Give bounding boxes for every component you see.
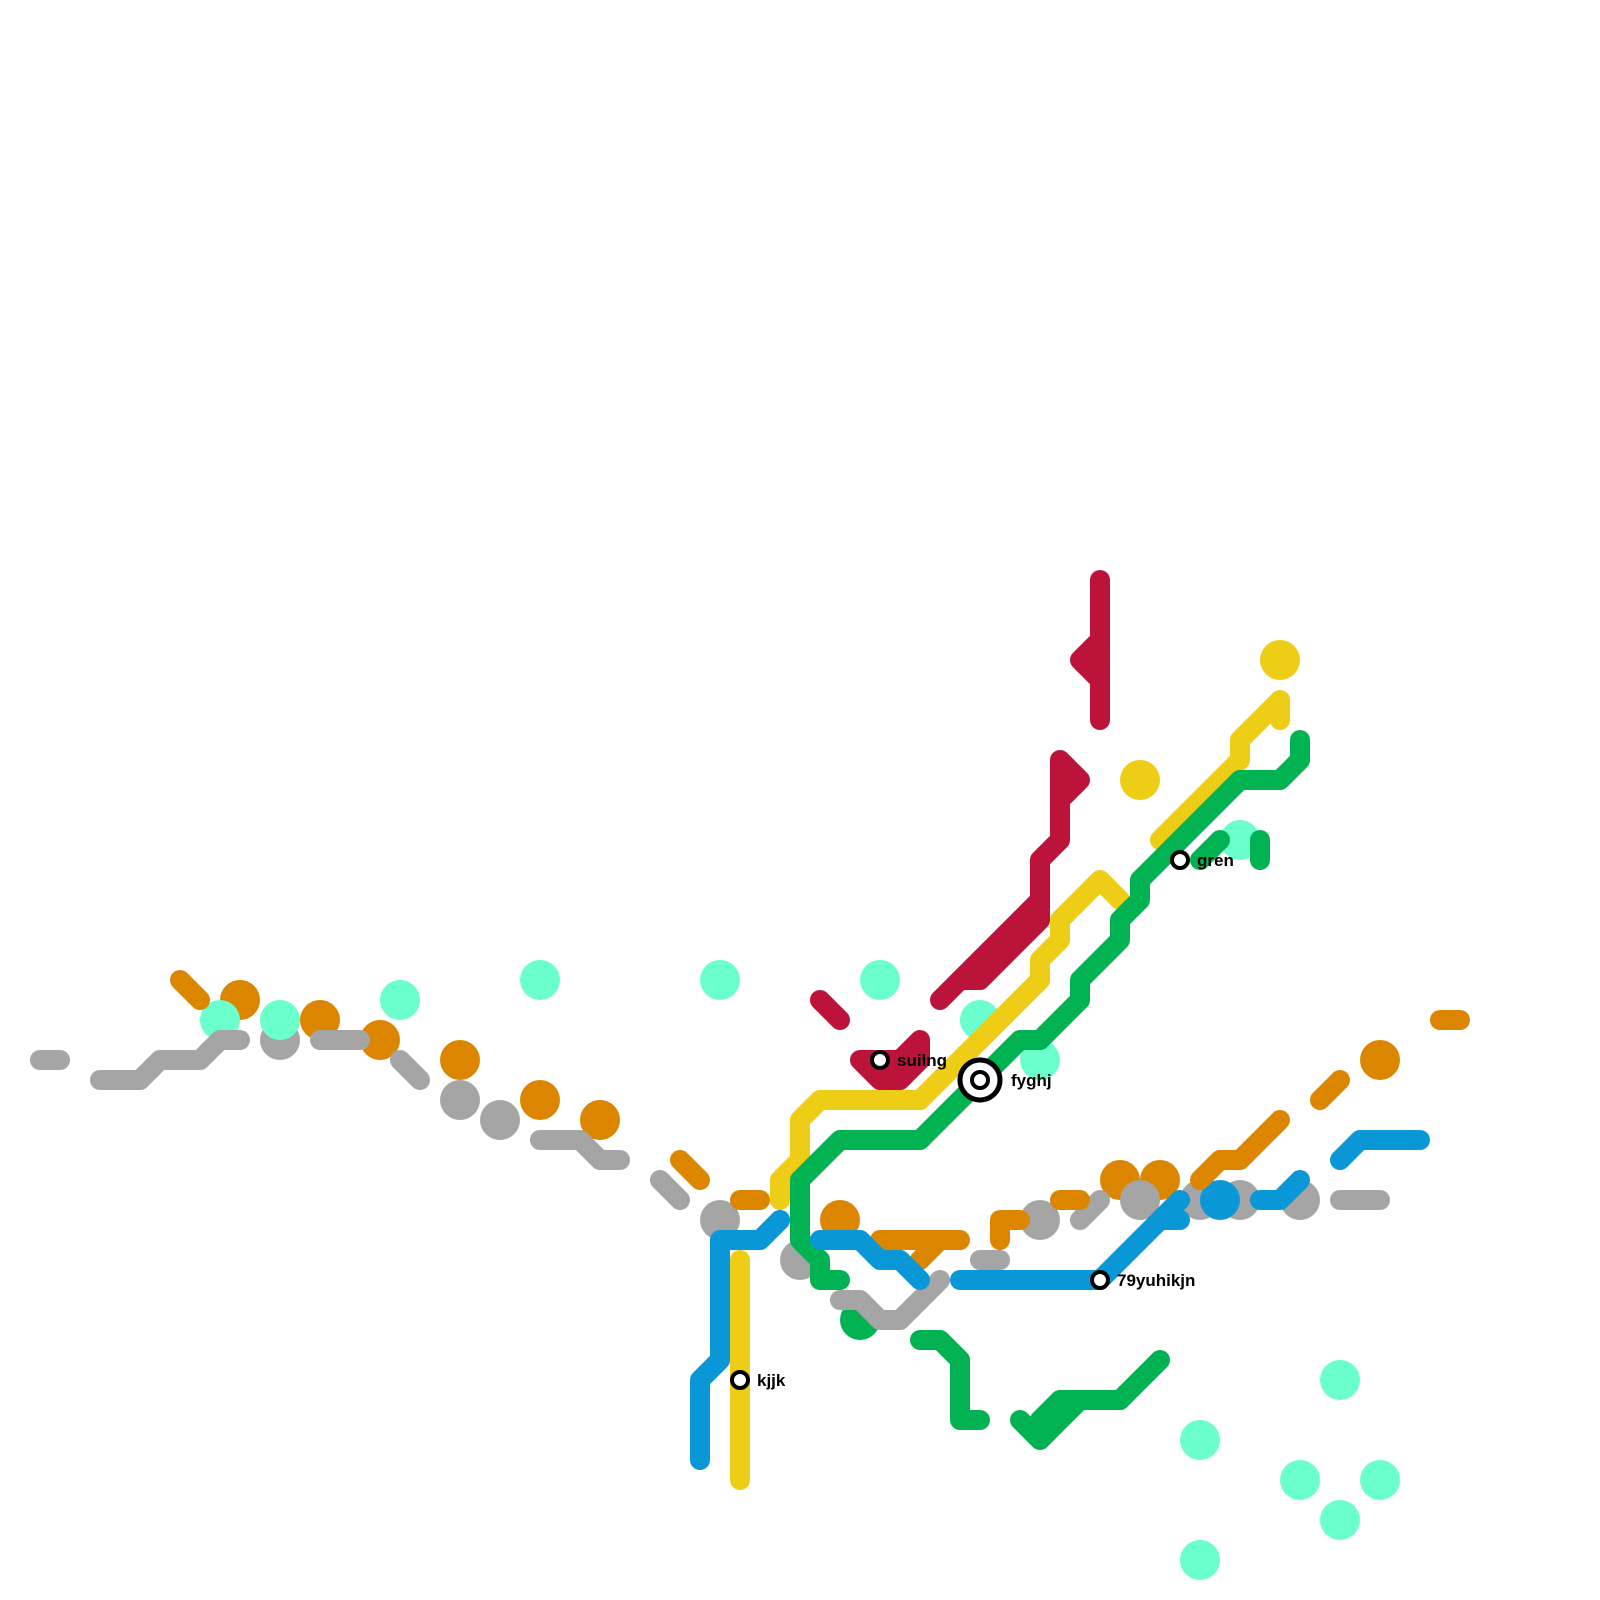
blue-dot	[1200, 1180, 1240, 1220]
orange-line-segment	[170, 970, 210, 1010]
station-79yuhikjn[interactable]: 79yuhikjn	[1090, 1270, 1195, 1290]
red-line-trunk	[930, 750, 1090, 1010]
station-kjjk[interactable]: kjjk	[730, 1370, 786, 1390]
blue-line-branch	[1150, 1190, 1190, 1230]
blue-line-branch	[1330, 1130, 1430, 1170]
red-line	[810, 570, 1110, 1090]
orange-line-segment	[910, 1230, 950, 1270]
green-line-trunk	[790, 730, 1310, 1290]
red-line-branch	[1070, 630, 1110, 690]
station-label: 79yuhikjn	[1117, 1271, 1195, 1290]
orange-dot	[440, 1040, 480, 1080]
green-line-branch	[1190, 830, 1230, 870]
stations: fyghj suilng gren 79yuhikjn kjjk	[730, 850, 1234, 1390]
blue-line	[690, 1130, 1430, 1470]
green-line	[790, 730, 1310, 1450]
grey-dot	[1120, 1180, 1160, 1220]
station-label: gren	[1197, 851, 1234, 870]
grey-line-segment	[90, 1030, 250, 1090]
orange-line-segment	[1310, 1070, 1350, 1110]
mint-dot	[1180, 1540, 1220, 1580]
mint-dot	[700, 960, 740, 1000]
grey-line-segment	[390, 1050, 430, 1090]
mint-dot	[1320, 1500, 1360, 1540]
interchange-inner-marker	[970, 1070, 990, 1090]
green-line-south	[1030, 1390, 1130, 1430]
orange-line-segment	[1190, 1110, 1290, 1190]
grey-dot	[1020, 1200, 1060, 1240]
blue-line-trunk	[750, 1210, 790, 1250]
mint-dot	[860, 960, 900, 1000]
grey-dot	[440, 1080, 480, 1120]
mint-dot	[380, 980, 420, 1020]
yellow-dot	[1120, 760, 1160, 800]
orange-line-segment	[990, 1210, 1030, 1250]
orange-dot	[1360, 1040, 1400, 1080]
grey-line-segment	[650, 1170, 690, 1210]
mint-dot	[1180, 1420, 1220, 1460]
grey-dot	[480, 1100, 520, 1140]
station-marker	[870, 1050, 890, 1070]
grey-line-segment	[530, 1130, 630, 1170]
red-line-trunk	[950, 890, 1050, 990]
grey-line-segment	[830, 1270, 950, 1330]
yellow-line-branch	[970, 970, 1050, 1050]
orange-dot	[580, 1100, 620, 1140]
station-label: suilng	[897, 1051, 947, 1070]
station-marker	[1170, 850, 1190, 870]
mint-dot	[1280, 1460, 1320, 1500]
orange-line-segment	[670, 1150, 710, 1190]
station-label: kjjk	[757, 1371, 786, 1390]
blue-line-branch	[810, 1230, 930, 1290]
station-marker	[730, 1370, 750, 1390]
station-gren[interactable]: gren	[1170, 850, 1234, 870]
orange-line	[170, 970, 1470, 1270]
grey-line-segment	[1070, 1190, 1110, 1230]
mint-dot	[260, 1000, 300, 1040]
orange-dot	[360, 1020, 400, 1060]
mint-dot	[520, 960, 560, 1000]
orange-dot	[520, 1080, 560, 1120]
green-line-south	[910, 1330, 990, 1430]
station-label: fyghj	[1011, 1071, 1052, 1090]
mint-dot	[1360, 1460, 1400, 1500]
yellow-dot	[1260, 640, 1300, 680]
yellow-line-branch	[1150, 690, 1290, 850]
station-marker	[1090, 1270, 1110, 1290]
grey-line	[30, 1030, 1390, 1330]
blue-line-branch	[1250, 1170, 1310, 1210]
mint-dot	[1320, 1360, 1360, 1400]
yellow-line	[730, 690, 1290, 1490]
station-suilng[interactable]: suilng	[870, 1050, 947, 1070]
red-line-spur	[810, 990, 850, 1030]
station-fyghj[interactable]: fyghj	[957, 1057, 1052, 1103]
